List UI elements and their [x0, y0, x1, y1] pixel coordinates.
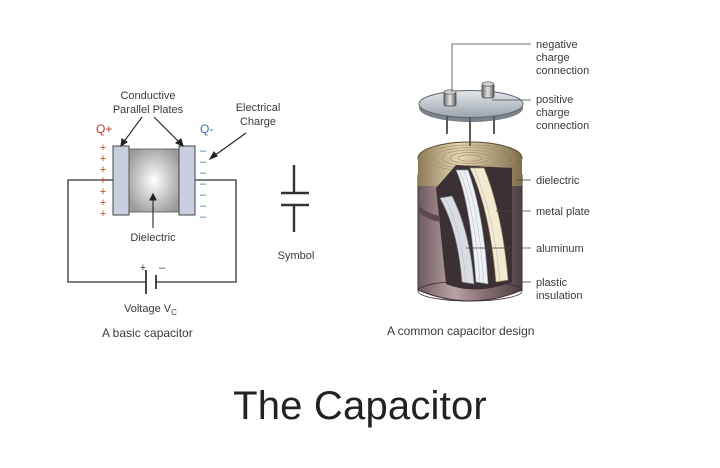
- right-plate: [178, 145, 196, 216]
- dielectric-part-label: dielectric: [536, 175, 580, 187]
- symbol-label: Symbol: [278, 250, 315, 262]
- minus-sign: –: [200, 178, 207, 190]
- common-capacitor: negative charge connection positive char…: [387, 39, 590, 338]
- plastic-label-2: insulation: [536, 290, 582, 302]
- insulation-band: [418, 205, 440, 222]
- basic-capacitor-caption: A basic capacitor: [102, 326, 193, 340]
- minus-sign: –: [200, 145, 207, 157]
- metal-plate-label: metal plate: [536, 206, 590, 218]
- q-minus-label: Q-: [200, 122, 213, 136]
- positive-label-3: connection: [536, 120, 589, 132]
- left-plate: [112, 145, 130, 216]
- lid-top: [418, 90, 524, 118]
- aluminum-foil-layers: [439, 195, 475, 285]
- dielectric-layers: [469, 167, 509, 283]
- component-labels: negative charge connection positive char…: [536, 39, 590, 302]
- plastic-label-1: plastic: [536, 277, 568, 289]
- negative-terminal: [443, 89, 457, 107]
- minus-sign: –: [200, 189, 207, 201]
- circuit-wire: [67, 179, 237, 283]
- layer-lines: [445, 168, 501, 284]
- plus-sign: +: [100, 175, 106, 187]
- dielectric-label: Dielectric: [130, 232, 176, 244]
- positive-charges: + + + + + + +: [100, 142, 106, 220]
- minus-sign: –: [200, 167, 207, 179]
- battery-icon: [144, 270, 168, 294]
- common-capacitor-caption: A common capacitor design: [387, 324, 534, 338]
- plates-pointer: [120, 116, 184, 148]
- aluminum-label: aluminum: [536, 243, 584, 255]
- minus-sign: –: [200, 200, 207, 212]
- battery-plus: +: [140, 262, 146, 274]
- positive-terminal: [481, 81, 495, 99]
- plus-sign: +: [100, 186, 106, 198]
- q-plus-label: Q+: [96, 122, 112, 136]
- plus-sign: +: [100, 197, 106, 209]
- voltage-subscript: C: [171, 308, 177, 317]
- minus-sign: –: [200, 211, 207, 223]
- plus-sign: +: [100, 142, 106, 154]
- positive-label-1: positive: [536, 94, 573, 106]
- dielectric-pointer: [149, 192, 157, 228]
- page-title: The Capacitor: [233, 384, 487, 428]
- positive-label-2: charge: [536, 107, 570, 119]
- negative-label-3: connection: [536, 65, 589, 77]
- negative-charges: – – – – – – –: [200, 145, 207, 223]
- charge-pointer: [208, 132, 247, 161]
- support-posts: [446, 116, 495, 146]
- basic-capacitor: + – + + + + + + + – – – – – – – Q+ Q-: [67, 90, 281, 340]
- dielectric-block: [128, 148, 180, 213]
- plus-sign: +: [100, 164, 106, 176]
- negative-label-1: negative: [536, 39, 578, 51]
- metal-plate-layers: [455, 169, 489, 285]
- voltage-label: Voltage VC: [124, 303, 177, 317]
- minus-sign: –: [200, 156, 207, 168]
- charge-label-line2: Charge: [240, 116, 276, 128]
- negative-label-2: charge: [536, 52, 570, 64]
- capacitor-symbol: [281, 165, 309, 232]
- plates-label-line2: Parallel Plates: [113, 104, 184, 116]
- plates-label-line1: Conductive: [120, 90, 175, 102]
- plus-sign: +: [100, 208, 106, 220]
- plus-sign: +: [100, 153, 106, 165]
- battery-minus: –: [159, 262, 166, 274]
- leader-lines: [451, 43, 531, 283]
- charge-label-line1: Electrical: [236, 102, 281, 114]
